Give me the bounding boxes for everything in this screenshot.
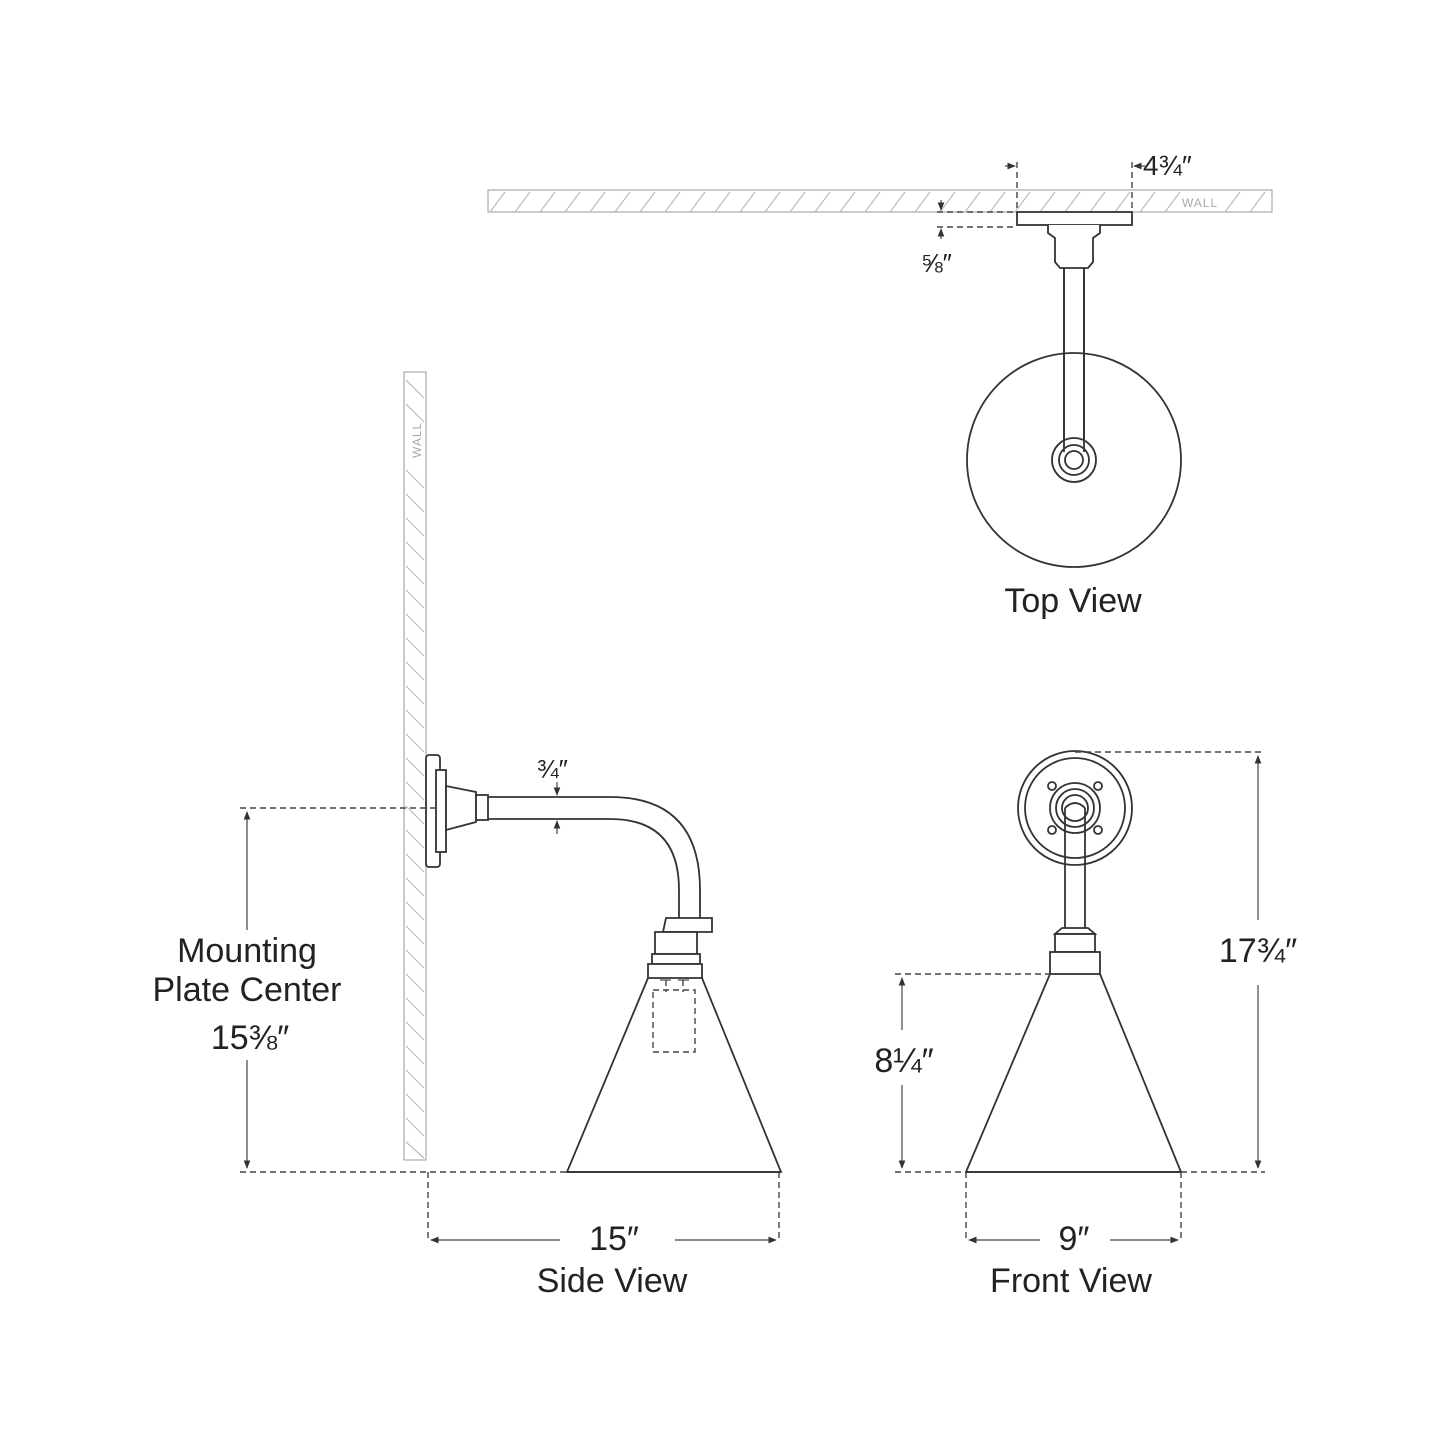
side-arm-lower bbox=[488, 818, 680, 918]
shade-height-label: 8¼″ bbox=[874, 1042, 933, 1080]
front-view-title: Front View bbox=[990, 1262, 1152, 1300]
front-shade bbox=[964, 973, 1183, 1173]
shade-width-label: 9″ bbox=[1059, 1220, 1090, 1258]
top-wall: WALL bbox=[487, 189, 1273, 213]
front-view: 17¾″ 8¼″ 9″ Front View bbox=[874, 750, 1297, 1300]
top-neck bbox=[1047, 225, 1101, 269]
side-collar-top bbox=[661, 917, 713, 933]
front-canopy bbox=[1049, 782, 1101, 834]
side-collar-bottom bbox=[647, 963, 703, 979]
side-shade bbox=[565, 977, 783, 1173]
side-view-title: Side View bbox=[537, 1262, 688, 1300]
side-view: WALL ¾″ Mounting Plate Center bbox=[153, 371, 783, 1300]
mounting-label-line2: Plate Center bbox=[153, 971, 342, 1009]
wall-label-top: WALL bbox=[1182, 196, 1218, 210]
side-canopy bbox=[445, 784, 477, 832]
arm-diameter-label: ¾″ bbox=[537, 754, 568, 784]
front-collar bbox=[1054, 933, 1096, 953]
top-mounting-plate bbox=[1016, 211, 1133, 226]
top-view-title: Top View bbox=[1004, 582, 1142, 620]
side-arm-upper bbox=[488, 796, 701, 918]
mounting-label-line1: Mounting bbox=[177, 932, 317, 970]
top-view: WALL 4¾″ ⅝″ Top View bbox=[487, 150, 1273, 620]
extension-label: 15″ bbox=[589, 1220, 639, 1258]
side-wall: WALL bbox=[403, 371, 427, 1161]
top-plate-width-label: 4¾″ bbox=[1143, 150, 1192, 181]
top-plate-depth-label: ⅝″ bbox=[921, 248, 952, 278]
front-arm bbox=[1064, 808, 1086, 928]
wall-label-side: WALL bbox=[410, 422, 424, 458]
overall-height-label: 17¾″ bbox=[1219, 932, 1297, 970]
side-bulb bbox=[652, 989, 696, 1053]
mounting-height-label: 15⅜″ bbox=[211, 1019, 289, 1057]
front-screws bbox=[1047, 781, 1103, 835]
